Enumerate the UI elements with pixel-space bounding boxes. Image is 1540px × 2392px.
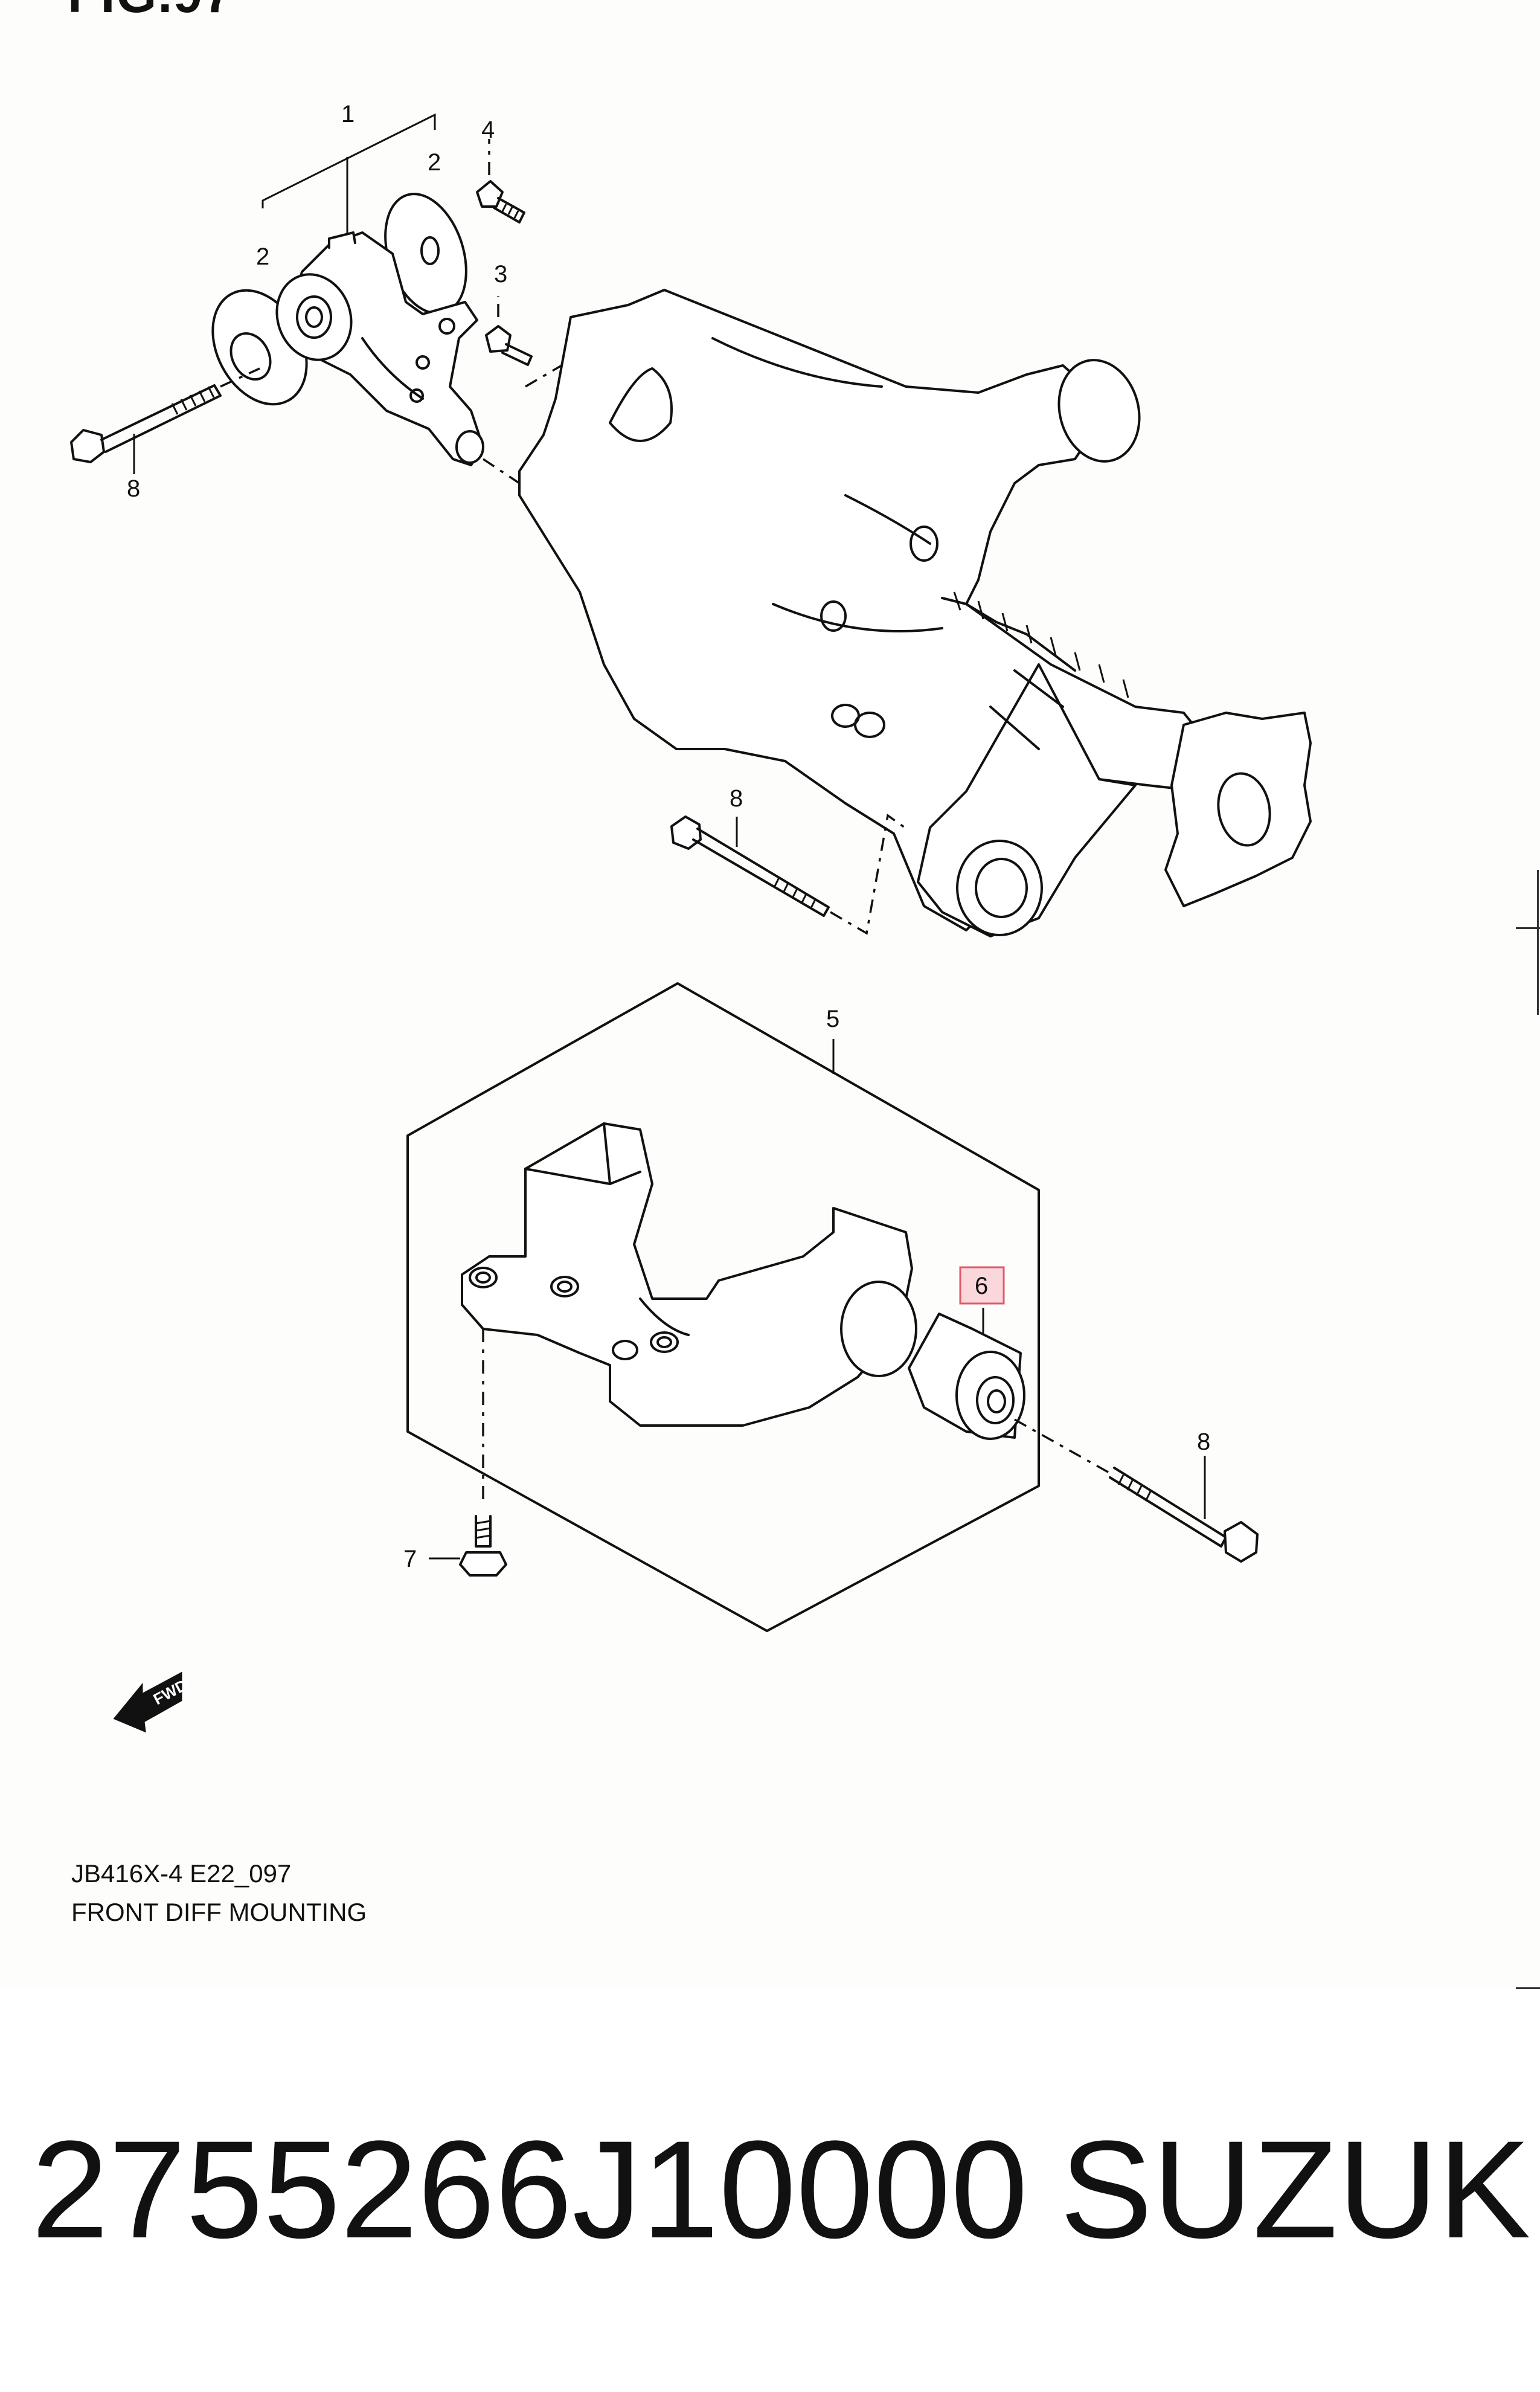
callout-3: 3 [494,261,507,288]
callout-7: 7 [403,1546,417,1572]
bolt-7 [429,1329,507,1577]
bolt-8-upper [70,367,260,474]
brand-name: SUZUKI [1060,2112,1540,2267]
edge-tick-lower [1516,1987,1540,1989]
kit-outline [406,982,1040,1632]
differential-housing [518,289,1312,931]
callout-5: 5 [826,1006,839,1032]
callout-6: 6 [975,1273,988,1299]
bracket-brace-lines [261,113,436,245]
callout-4: 4 [481,117,495,143]
figure-code: JB416X-4 E22_097 [71,1859,292,1888]
mount-casting [461,1122,917,1427]
edge-tick-upper [1516,927,1540,929]
edge-tick-right [1537,870,1539,1015]
fwd-arrow-icon: FWD [113,1671,190,1733]
diagram-panel: FIG.97 [68,0,1540,1989]
bolt-4 [476,139,525,223]
callout-2-upper: 2 [428,149,441,176]
callout-1: 1 [341,101,355,127]
bolt-8-middle [670,813,910,935]
mount-bracket [275,231,484,466]
callout-2-left: 2 [256,243,269,270]
callout-8-middle: 8 [730,785,743,812]
bushing-6 [908,1308,1025,1440]
housing-arm [917,663,1137,937]
callout-8-upper: 8 [127,475,140,502]
part-number: 2755266J10000 [31,2112,1028,2267]
callout-8-lower: 8 [1197,1429,1210,1455]
figure-title: FIG.97 [68,0,234,25]
bolt-8-lower [1014,1418,1259,1563]
figure-caption: FRONT DIFF MOUNTING [71,1898,367,1926]
bolt-3 [485,296,533,366]
exploded-parts-diagram: FWD 1 2 2 4 3 8 8 5 6 8 7 [70,101,1312,1733]
callout-6-highlight [959,1266,1005,1305]
